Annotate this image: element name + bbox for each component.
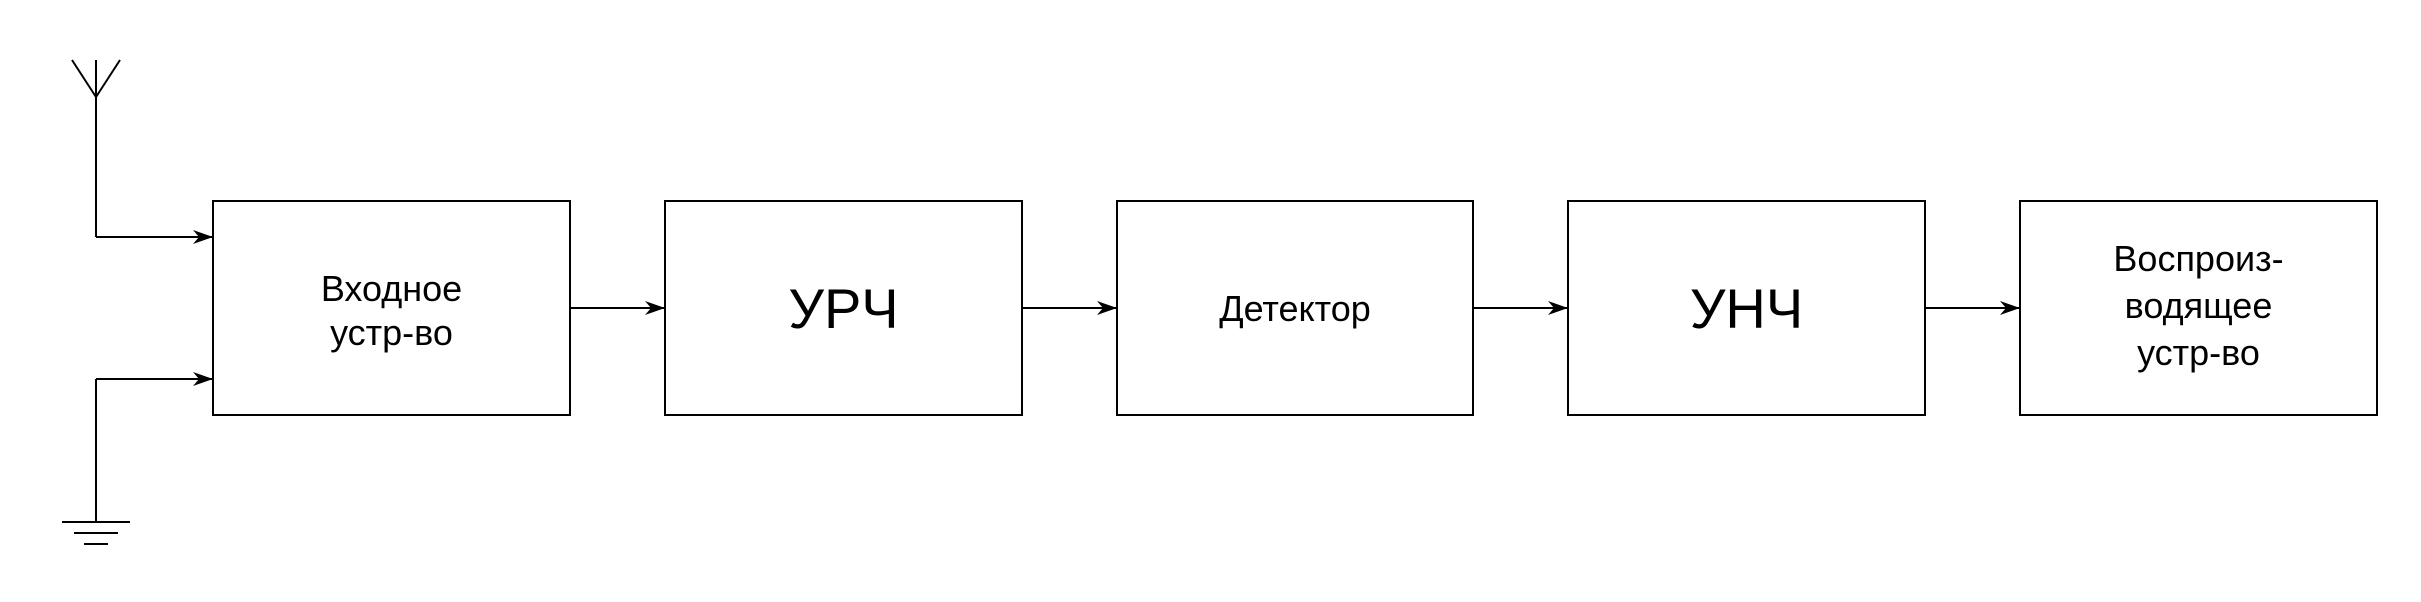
block-input-device-line-1: Входное — [321, 268, 462, 309]
block-input-device-line-2: устр-во — [330, 312, 453, 353]
block-output-device: Воспроиз- водящее устр-во — [2019, 200, 2378, 416]
block-output-device-line-1: Воспроиз- — [2113, 238, 2283, 279]
block-rf-amplifier-label: УРЧ — [788, 277, 898, 340]
block-rf-amplifier: УРЧ — [664, 200, 1023, 416]
ground-icon — [62, 379, 130, 545]
block-detector-label: Детектор — [1219, 288, 1371, 329]
block-input-device: Входное устр-во — [212, 200, 571, 416]
block-output-device-line-2: водящее — [2125, 285, 2273, 326]
block-af-amplifier: УНЧ — [1567, 200, 1926, 416]
block-detector: Детектор — [1116, 200, 1474, 416]
block-output-device-line-3: устр-во — [2137, 332, 2260, 373]
antenna-icon — [71, 59, 121, 237]
block-af-amplifier-label: УНЧ — [1690, 277, 1803, 340]
